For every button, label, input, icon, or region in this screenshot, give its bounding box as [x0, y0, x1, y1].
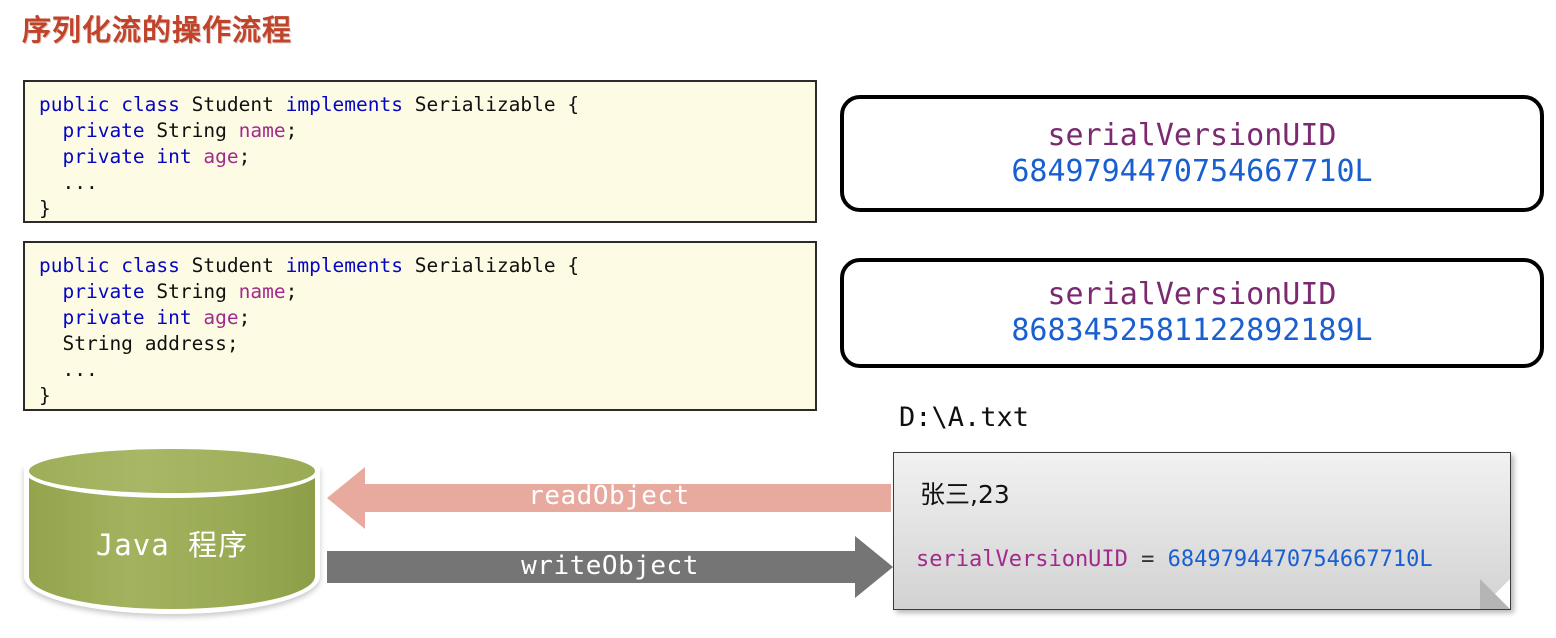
- code-token: implements: [285, 93, 403, 116]
- code-token: }: [39, 197, 51, 220]
- code-line: private int age;: [39, 305, 815, 331]
- code-token: Serializable: [414, 93, 556, 116]
- java-program-label: Java 程序: [95, 528, 249, 562]
- code-token: class: [121, 254, 180, 277]
- code-token: Serializable: [414, 254, 556, 277]
- code-token: [39, 145, 62, 168]
- write-object-arrow: writeObject: [327, 536, 893, 598]
- code-token: Student: [191, 93, 274, 116]
- code-token: [180, 93, 192, 116]
- code-token: [39, 119, 62, 142]
- file-uid-equals: =: [1127, 547, 1168, 572]
- code-token: int: [156, 145, 192, 168]
- file-record-line: 张三,23: [920, 480, 1010, 509]
- file-path-label: D:\A.txt: [899, 402, 1030, 433]
- serial-uid-label: serialVersionUID: [1047, 277, 1337, 312]
- code-line: private String name;: [39, 118, 815, 144]
- code-token: [133, 332, 145, 355]
- code-token: [109, 254, 121, 277]
- serial-uid-box-v1: serialVersionUID 6849794470754667710L: [840, 95, 1544, 212]
- arrow-left-icon: [327, 467, 891, 529]
- code-line: public class Student implements Serializ…: [39, 92, 815, 118]
- write-object-label: writeObject: [521, 551, 699, 581]
- code-token: }: [39, 384, 51, 407]
- code-token: ;: [226, 332, 239, 355]
- code-token: ...: [39, 171, 98, 194]
- code-line: private String name;: [39, 279, 815, 305]
- code-token: [145, 306, 157, 329]
- code-line: ...: [39, 357, 815, 383]
- code-block-student-v2: public class Student implements Serializ…: [23, 241, 817, 411]
- code-token: {: [555, 254, 580, 277]
- code-token: private: [62, 119, 145, 142]
- code-token: ;: [285, 119, 298, 142]
- code-token: [403, 254, 415, 277]
- code-token: ...: [39, 358, 98, 381]
- code-token: {: [555, 93, 580, 116]
- code-token: [227, 280, 239, 303]
- code-token: [109, 93, 121, 116]
- serial-uid-label: serialVersionUID: [1047, 117, 1337, 153]
- code-line: public class Student implements Serializ…: [39, 253, 815, 279]
- code-block-student-v1: public class Student implements Serializ…: [23, 80, 817, 223]
- code-token: [39, 306, 62, 329]
- code-token: address: [144, 332, 227, 355]
- arrow-right-icon: [327, 536, 893, 598]
- code-token: String: [156, 280, 227, 303]
- code-token: age: [203, 145, 239, 168]
- code-token: public: [39, 93, 110, 116]
- code-token: [145, 145, 157, 168]
- serial-uid-value: 6849794470754667710L: [1011, 153, 1373, 189]
- cylinder-top-ellipse: [24, 444, 320, 498]
- code-token: [192, 145, 204, 168]
- code-token: name: [238, 280, 286, 303]
- read-object-label: readObject: [528, 481, 690, 511]
- code-token: [274, 254, 286, 277]
- code-line: ...: [39, 170, 815, 196]
- file-uid-key: serialVersionUID: [916, 547, 1128, 572]
- code-line: private int age;: [39, 144, 815, 170]
- code-token: private: [62, 280, 145, 303]
- code-token: [145, 280, 157, 303]
- file-content-box: 张三,23 serialVersionUID = 684979447075466…: [893, 452, 1511, 610]
- file-serial-uid-line: serialVersionUID = 6849794470754667710L: [916, 547, 1433, 572]
- code-line: }: [39, 383, 815, 409]
- code-token: name: [238, 119, 286, 142]
- code-token: class: [121, 93, 180, 116]
- java-program-cylinder: Java 程序: [18, 444, 326, 626]
- code-token: ;: [238, 145, 251, 168]
- code-token: private: [62, 145, 145, 168]
- code-token: Student: [191, 254, 274, 277]
- code-token: [39, 332, 62, 355]
- code-token: [39, 280, 62, 303]
- code-token: implements: [285, 254, 403, 277]
- page-fold-corner-icon: [1480, 579, 1510, 609]
- code-token: [145, 119, 157, 142]
- code-token: private: [62, 306, 145, 329]
- code-token: [227, 119, 239, 142]
- serial-uid-value: 8683452581122892189L: [1011, 313, 1373, 348]
- code-token: public: [39, 254, 110, 277]
- code-line: }: [39, 196, 815, 222]
- code-token: ;: [285, 280, 298, 303]
- code-token: [180, 254, 192, 277]
- page-title: 序列化流的操作流程: [22, 13, 293, 47]
- code-token: [192, 306, 204, 329]
- code-line: String address;: [39, 331, 815, 357]
- code-token: ;: [238, 306, 251, 329]
- code-token: [274, 93, 286, 116]
- file-uid-value: 6849794470754667710L: [1167, 547, 1433, 572]
- code-token: String: [62, 332, 133, 355]
- code-token: [403, 93, 415, 116]
- code-token: age: [203, 306, 239, 329]
- code-token: int: [156, 306, 192, 329]
- code-token: String: [156, 119, 227, 142]
- read-object-arrow: readObject: [327, 467, 891, 529]
- serial-uid-box-v2: serialVersionUID 8683452581122892189L: [840, 258, 1544, 368]
